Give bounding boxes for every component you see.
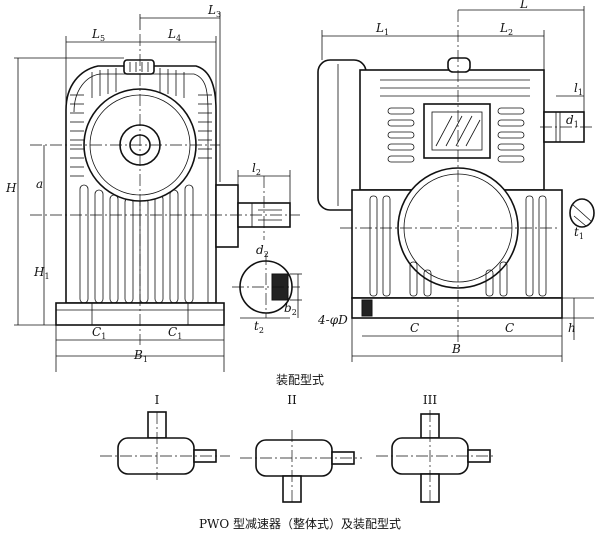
- assembly-type-1-label: I: [155, 393, 160, 407]
- label-b1: B1: [133, 348, 148, 364]
- assembly-type-3-label: III: [423, 393, 437, 407]
- label-a: a: [36, 177, 43, 191]
- label-c1-left: C1: [92, 325, 106, 341]
- side-view: L L1 L2 l1 d1 t1 h C C B 4-φD: [317, 0, 595, 362]
- side-wheel: [397, 167, 519, 289]
- label-c-left: C: [410, 321, 419, 335]
- front-view: L5 L4 L3 H a H1 l2 d2 b2 t2 C1 C1 B1: [5, 3, 302, 372]
- figure-caption: PWO 型减速器（整体式）及装配型式: [199, 516, 401, 531]
- side-breather: [447, 57, 471, 73]
- assembly-title: 装配型式: [276, 373, 324, 387]
- label-h1: H1: [33, 265, 50, 281]
- label-l1: L1: [375, 21, 389, 37]
- label-bolt: 4-φD: [317, 313, 348, 327]
- front-dimensions: [14, 12, 302, 372]
- top-fins: [91, 68, 185, 98]
- inspection-cover: [423, 103, 491, 159]
- motor-body: [317, 59, 367, 211]
- label-b: B: [451, 342, 461, 356]
- assembly-type-1: I: [100, 393, 230, 480]
- label-h-side: h: [568, 321, 576, 335]
- assembly-type-2: II: [240, 393, 362, 504]
- label-l1-small: l1: [574, 81, 583, 97]
- side-fins-right: [198, 94, 212, 159]
- top-breather: [123, 59, 155, 75]
- shaft-boss: [215, 184, 239, 248]
- bolt-hole: [361, 299, 373, 317]
- lower-fins: [79, 184, 194, 304]
- label-l5: L5: [91, 27, 105, 43]
- label-h: H: [5, 181, 17, 195]
- label-b2: b2: [284, 301, 297, 317]
- label-l2-side: L2: [499, 21, 513, 37]
- label-c1-right: C1: [168, 325, 182, 341]
- label-l3: L3: [207, 3, 221, 19]
- label-d1: d1: [566, 113, 579, 129]
- housing-fins: [380, 79, 530, 163]
- side-base: [351, 297, 563, 319]
- assembly-type-3: III: [376, 393, 496, 504]
- assembly-type-2-label: II: [287, 393, 297, 407]
- label-l: L: [519, 0, 528, 11]
- label-c-right: C: [505, 321, 514, 335]
- label-d2: d2: [256, 243, 269, 259]
- label-l4: L4: [167, 27, 181, 43]
- side-lower-fins: [369, 195, 547, 297]
- label-t1: t1: [574, 225, 584, 241]
- side-dimensions: [321, 6, 594, 362]
- label-l2: l2: [252, 161, 261, 177]
- label-t2: t2: [254, 319, 264, 335]
- side-fins-left: [70, 94, 84, 177]
